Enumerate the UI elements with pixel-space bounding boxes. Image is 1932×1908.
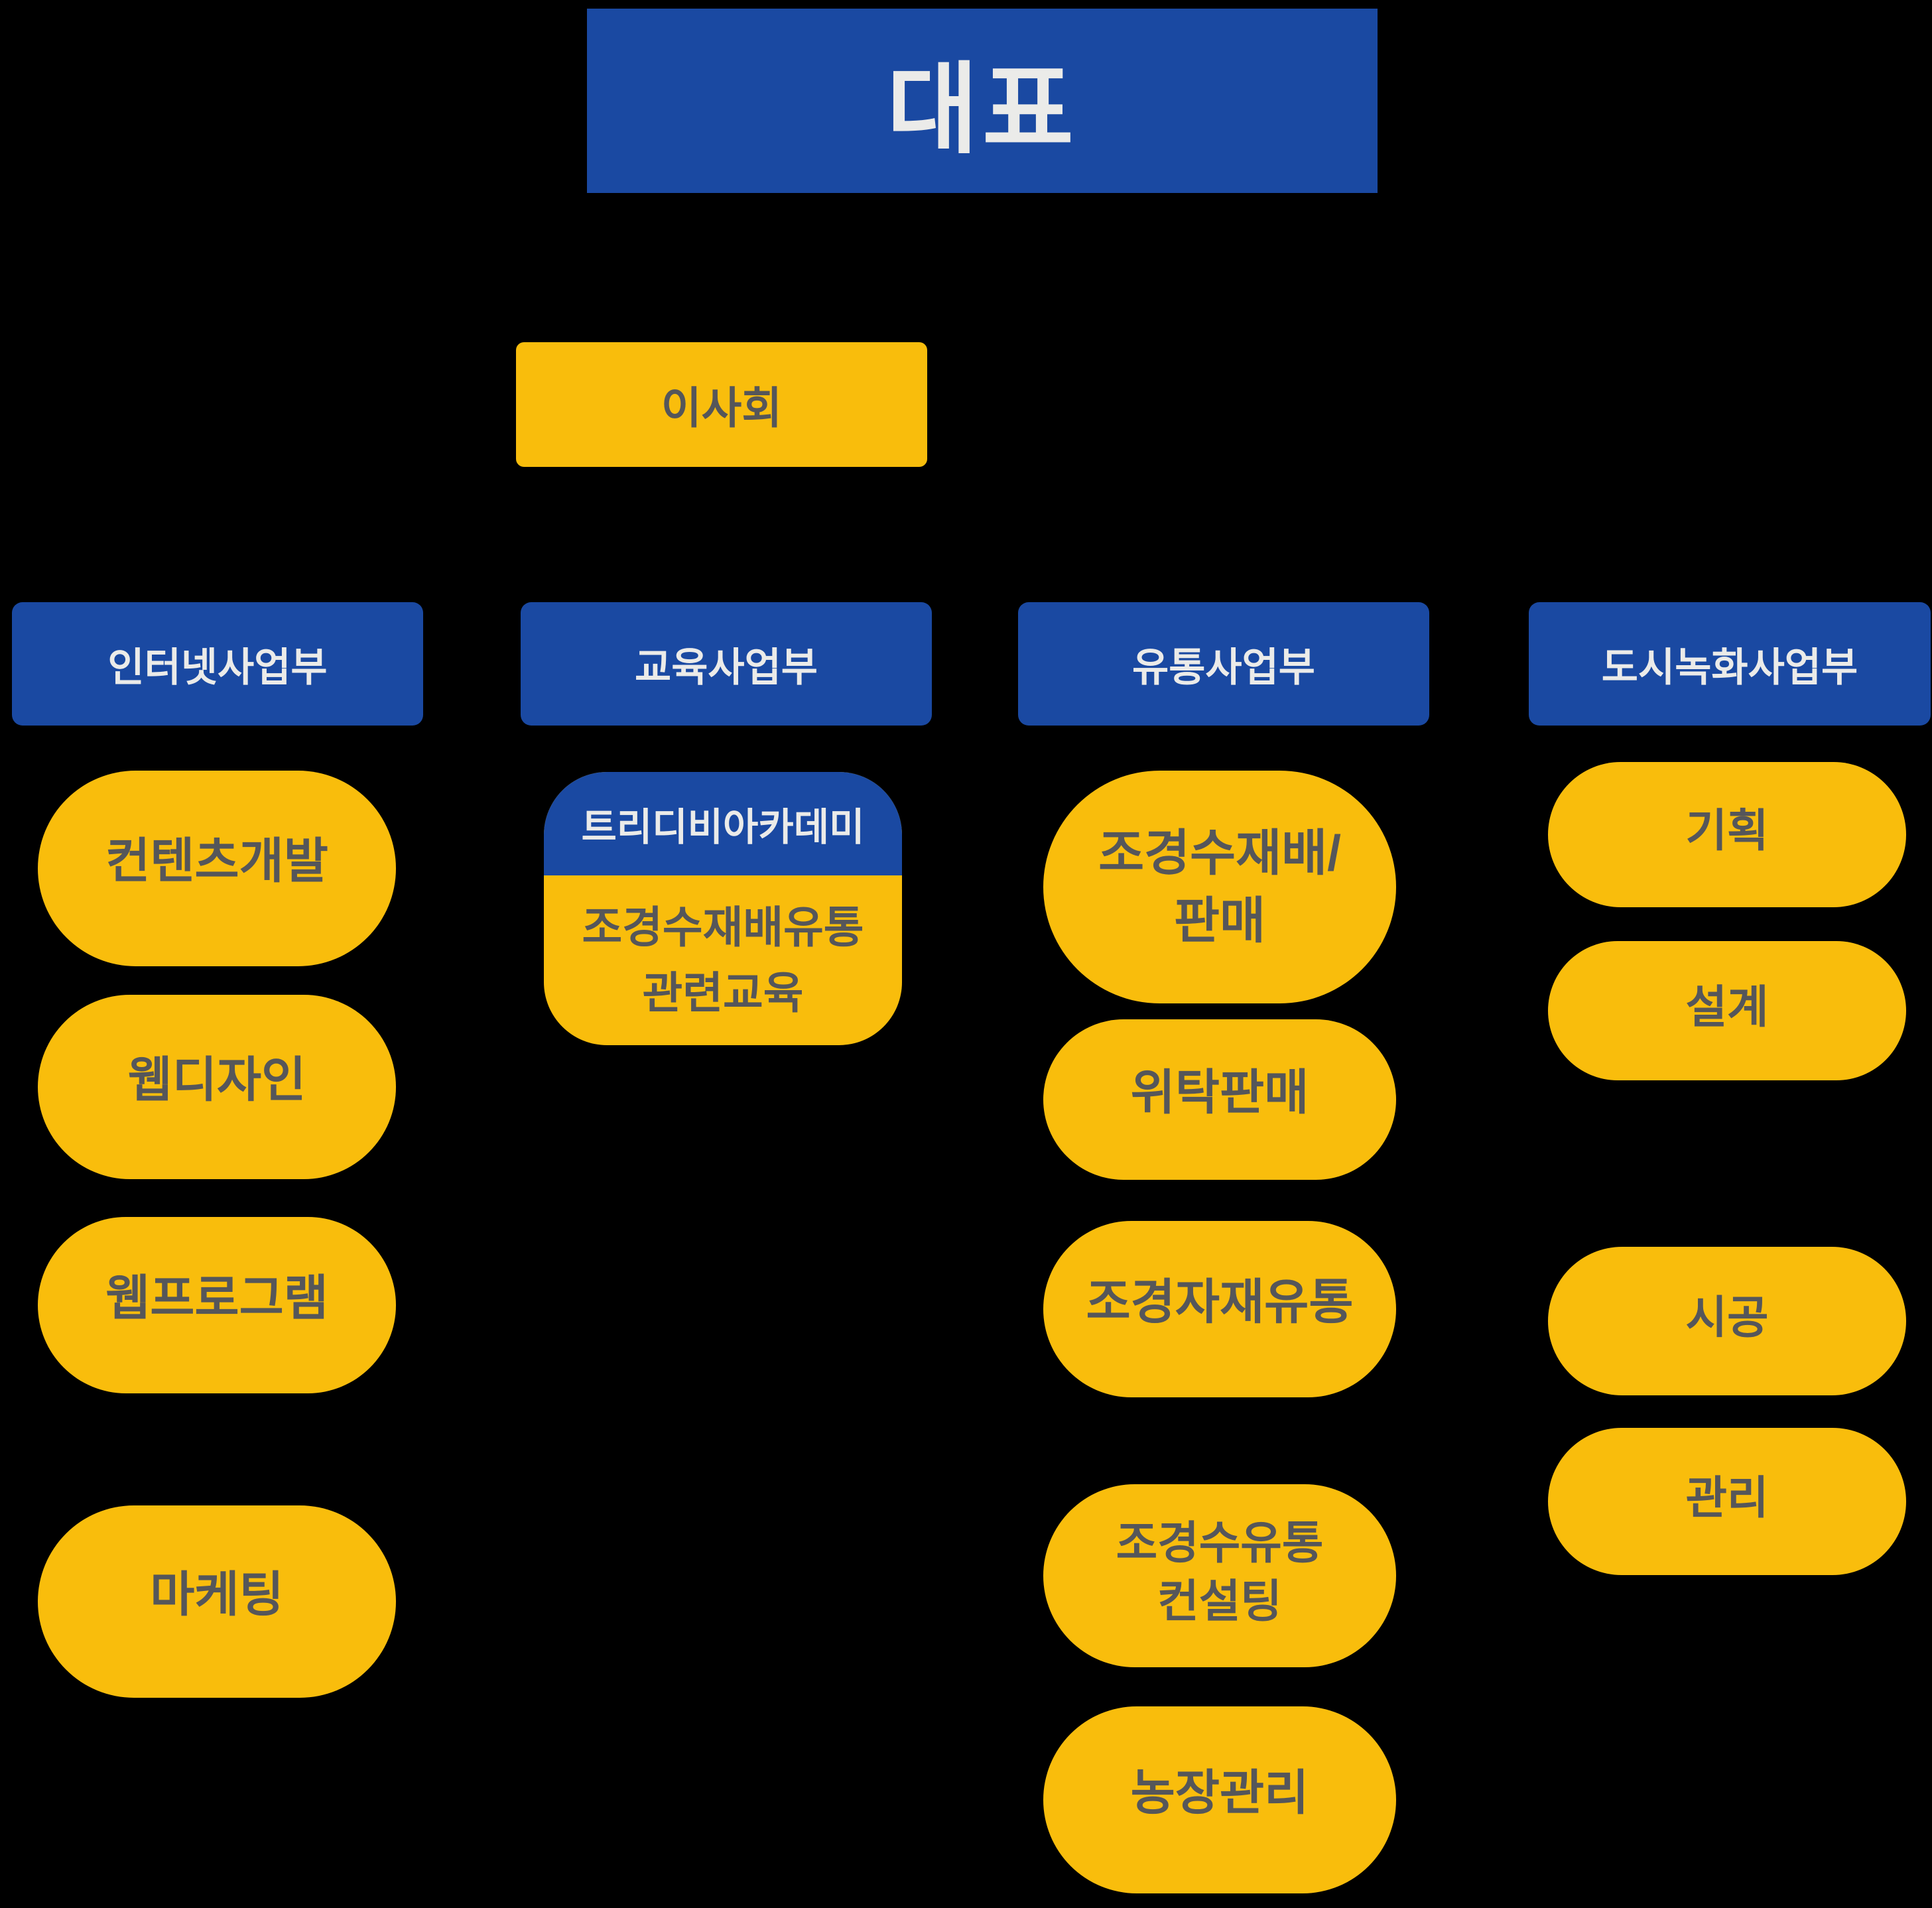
division-header-urban-greening-label: 도시녹화사업부 [1601,645,1858,690]
board-label: 이사회 [661,383,783,432]
team-pill-label: 관리 [1685,1472,1769,1523]
team-pill-label: 마케팅 [150,1567,284,1622]
team-pill-landscape-materials-distribution: 조경자재유통 [1043,1221,1396,1397]
team-pill-label: 위탁판매 [1130,1065,1309,1119]
ceo-label: 대표 [886,53,1078,165]
division-header-education-label: 교육사업부 [635,645,818,690]
academy-description: 조경수재배유통 관련교육 [582,903,864,1017]
ceo-box: 대표 [587,9,1378,193]
division-header-internet-label: 인터넷사업부 [107,645,328,690]
division-header-distribution: 유통사업부 [1018,602,1429,726]
team-pill-design: 설계 [1548,941,1906,1080]
academy-title: 트리디비아카데미 [581,806,865,849]
division-header-urban-greening: 도시녹화사업부 [1529,602,1931,726]
team-pill-label: 조경자재유통 [1086,1275,1354,1329]
team-pill-label: 농장관리 [1130,1765,1309,1820]
academy-box: 트리디비아카데미 조경수재배유통 관련교육 [544,772,902,1045]
team-pill-label: 시공 [1685,1292,1769,1343]
team-pill-label: 조경수유통 컨설팅 [1116,1517,1324,1627]
team-pill-label: 컨텐츠개발 [105,834,328,889]
team-pill-label: 설계 [1685,982,1769,1033]
team-pill-consignment-sales: 위탁판매 [1043,1019,1396,1180]
team-pill-content-development: 컨텐츠개발 [38,771,396,966]
team-pill-marketing: 마케팅 [38,1505,396,1698]
team-pill-management: 관리 [1548,1428,1906,1575]
division-header-distribution-label: 유통사업부 [1132,645,1315,690]
academy-title-bar: 트리디비아카데미 [544,772,902,875]
division-header-internet: 인터넷사업부 [12,602,423,726]
team-pill-distribution-consulting: 조경수유통 컨설팅 [1043,1484,1396,1667]
team-pill-tree-cultivation-sales: 조경수재배/ 판매 [1043,771,1396,1003]
team-pill-web-design: 웹디자인 [38,995,396,1179]
division-header-education: 교육사업부 [521,602,932,726]
team-pill-construction: 시공 [1548,1247,1906,1395]
team-pill-label: 웹디자인 [127,1052,306,1107]
board-box: 이사회 [516,342,927,467]
team-pill-label: 기획 [1685,806,1769,857]
team-pill-planning: 기획 [1548,762,1906,907]
team-pill-web-program: 웹프로그램 [38,1217,396,1393]
academy-body-area: 조경수재배유통 관련교육 [544,875,902,1045]
team-pill-label: 웹프로그램 [105,1271,328,1325]
team-pill-farm-management: 농장관리 [1043,1706,1396,1893]
team-pill-label: 조경수재배/ 판매 [1098,825,1341,948]
